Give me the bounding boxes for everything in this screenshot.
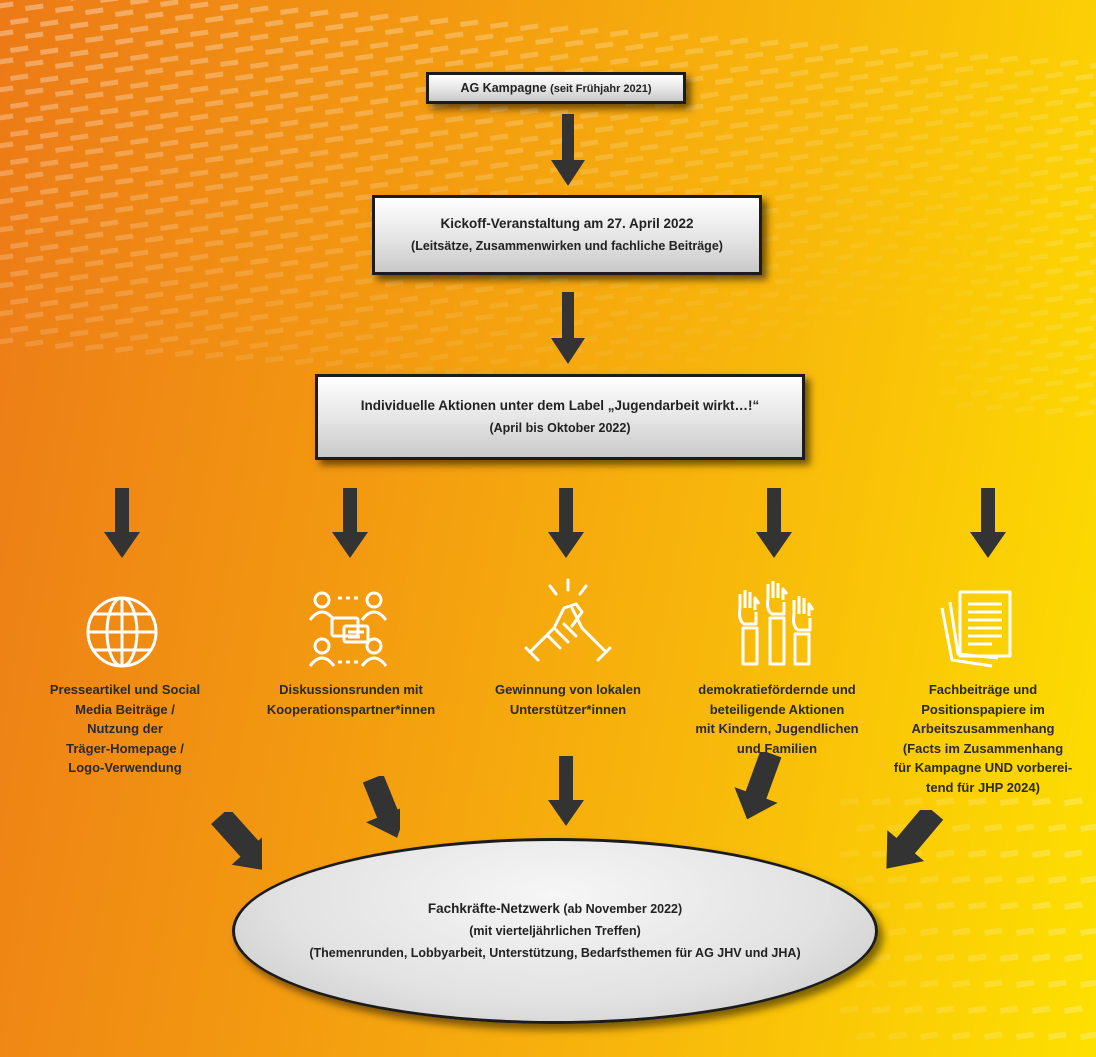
branch-label-supporters: Gewinnung von lokalen Unterstützer*innen	[468, 680, 668, 719]
actions-subtitle: (April bis Oktober 2022)	[489, 421, 631, 435]
arrow-to-branch-1	[104, 488, 140, 558]
branch-4-line-3: mit Kindern, Jugendlichen	[695, 721, 859, 736]
raised-hands-icon	[738, 581, 815, 666]
branch-4-line-1: demokratiefördernde und	[698, 682, 856, 697]
globe-icon	[86, 596, 158, 668]
discussion-group-icon	[308, 591, 388, 667]
branch-5-line-4: (Facts im Zusammenhang	[902, 740, 1064, 756]
branch-5-line-5: für Kampagne UND vorberei-	[893, 760, 1073, 775]
branch-5-line-6: tend für JHP 2024)	[926, 779, 1040, 795]
documents-icon	[940, 590, 1012, 668]
branch-1-line-4: Träger-Homepage /	[66, 740, 184, 756]
branch-label-democracy: demokratiefördernde und beteiligende Akt…	[672, 680, 882, 758]
arrow-kickoff-to-actions	[551, 292, 585, 364]
branch-label-papers: Fachbeiträge und Positionspapiere im Arb…	[880, 680, 1086, 797]
arrow-branch-1-to-network	[211, 812, 262, 871]
kickoff-subtitle: (Leitsätze, Zusammenwirken und fachliche…	[411, 239, 723, 253]
actions-title: Individuelle Aktionen unter dem Label „J…	[360, 398, 760, 413]
handshake-icon	[524, 578, 612, 662]
network-topics: (Themenrunden, Lobbyarbeit, Unterstützun…	[309, 946, 801, 960]
branch-3-line-1: Gewinnung von lokalen	[495, 682, 641, 697]
branch-1-line-1: Presseartikel und Social	[49, 682, 201, 697]
ag-kampagne-box: AG Kampagne (seit Frühjahr 2021)	[426, 72, 686, 104]
network-title: Fachkräfte-Netzwerk	[427, 901, 560, 916]
branch-1-line-2: Media Beiträge /	[75, 701, 175, 717]
kickoff-title: Kickoff-Veranstaltung am 27. April 2022	[440, 216, 694, 231]
arrow-to-branch-4	[756, 488, 792, 558]
branch-2-line-1: Diskussionsrunden mit	[279, 682, 423, 697]
arrow-to-branch-2	[332, 488, 368, 558]
network-date: (ab November 2022)	[563, 902, 683, 916]
branch-1-line-5: Logo-Verwendung	[68, 760, 182, 775]
branch-label-press: Presseartikel und Social Media Beiträge …	[20, 680, 230, 778]
arrow-branch-5-to-network	[886, 810, 944, 869]
branch-4-line-2: beteiligende Aktionen	[709, 701, 845, 717]
arrow-branch-2-to-network	[362, 776, 400, 838]
branch-4-line-4: und Familien	[736, 740, 818, 756]
arrow-to-branch-3	[548, 488, 584, 558]
network-meetings: (mit vierteljährlichen Treffen)	[469, 924, 641, 938]
branch-5-line-2: Positionspapiere im	[921, 701, 1045, 717]
arrow-top-to-kickoff	[551, 114, 585, 186]
branch-1-line-3: Nutzung der	[87, 721, 163, 736]
individual-actions-box: Individuelle Aktionen unter dem Label „J…	[315, 374, 805, 460]
ag-kampagne-note: (seit Frühjahr 2021)	[550, 82, 652, 95]
branch-label-discussion: Diskussionsrunden mit Kooperationspartne…	[240, 680, 462, 719]
kickoff-box: Kickoff-Veranstaltung am 27. April 2022 …	[372, 195, 762, 275]
branch-5-line-1: Fachbeiträge und	[928, 682, 1038, 697]
branch-5-line-3: Arbeitszusammenhang	[911, 721, 1055, 736]
branch-2-line-2: Kooperationspartner*innen	[266, 701, 436, 717]
branch-3-line-2: Unterstützer*innen	[509, 701, 627, 717]
arrow-branch-3-to-network	[548, 756, 584, 826]
arrow-to-branch-5	[970, 488, 1006, 558]
arrow-branch-4-to-network	[734, 752, 782, 820]
ag-kampagne-title: AG Kampagne	[460, 80, 547, 95]
fachkraefte-netzwerk-ellipse: Fachkräfte-Netzwerk (ab November 2022) (…	[232, 838, 878, 1024]
